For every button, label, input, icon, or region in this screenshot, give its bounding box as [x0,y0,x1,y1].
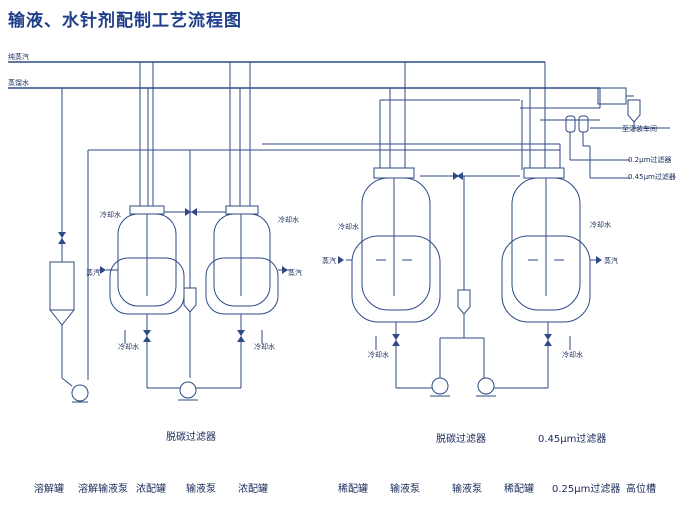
cooling-water-label-4: 冷却水 [254,343,275,351]
cooling-water-label-3: 冷却水 [278,216,299,224]
label-high-level-tank: 高位槽 [626,484,656,495]
transfer-pump-3 [477,377,495,395]
middle-filter-045 [457,289,471,315]
cooling-water-label-6: 冷却水 [368,351,389,359]
cooling-water-label-8: 冷却水 [562,351,583,359]
filter-045-label: 0.45μm过滤器 [628,173,676,181]
diagram-title: 输液、水针剂配制工艺流程图 [8,11,242,31]
cooling-water-label-5: 冷却水 [338,223,359,231]
steam-label-4: 蒸汽 [604,257,618,265]
label-concentrate-tank-1: 浓配罐 [136,484,166,495]
label-dissolving-pump: 溶解输液泵 [78,484,128,495]
cooling-water-label-2: 冷却水 [118,343,139,351]
label-transfer-pump-2: 输液泵 [390,484,420,495]
transfer-pump-2 [431,377,449,395]
steam-label-1: 蒸汽 [86,269,100,277]
dissolving-pump [71,384,89,402]
carbon-filter-1 [183,287,197,313]
label-concentrate-tank-2: 浓配罐 [238,484,268,495]
carbon-filter-2-label: 脱碳过滤器 [436,434,486,445]
label-dilution-tank-1: 稀配罐 [338,484,368,495]
label-transfer-pump-1: 输液泵 [186,484,216,495]
transfer-pump-1 [179,381,197,399]
filter-045 [578,115,589,133]
filter-045-label: 0.45μm过滤器 [538,434,607,445]
steam-header-label: 纯蒸汽 [8,53,29,61]
cooling-water-label-7: 冷却水 [590,221,611,229]
steam-label-2: 蒸汽 [288,269,302,277]
steam-label-3: 蒸汽 [322,257,336,265]
top-filter-unit [627,99,641,123]
filter-025-label: 0.2μm过滤器 [628,156,672,164]
label-filter-025: 0.25μm过滤器 [552,484,621,495]
label-transfer-pump-3: 输液泵 [452,484,482,495]
dilution-tank-1 [361,177,431,311]
cooling-water-label-1: 冷却水 [100,211,121,219]
label-dilution-tank-2: 稀配罐 [504,484,534,495]
filter-025 [565,115,576,133]
water-header-label: 蒸馏水 [8,79,29,87]
concentrate-tank-2 [213,213,271,307]
dissolving-tank [49,261,75,311]
label-dissolving-tank: 溶解罐 [34,484,64,495]
to-filling-label: 至灌装车间 [622,125,657,133]
high-level-tank [597,87,627,105]
carbon-filter-1-label: 脱碳过滤器 [166,432,216,443]
